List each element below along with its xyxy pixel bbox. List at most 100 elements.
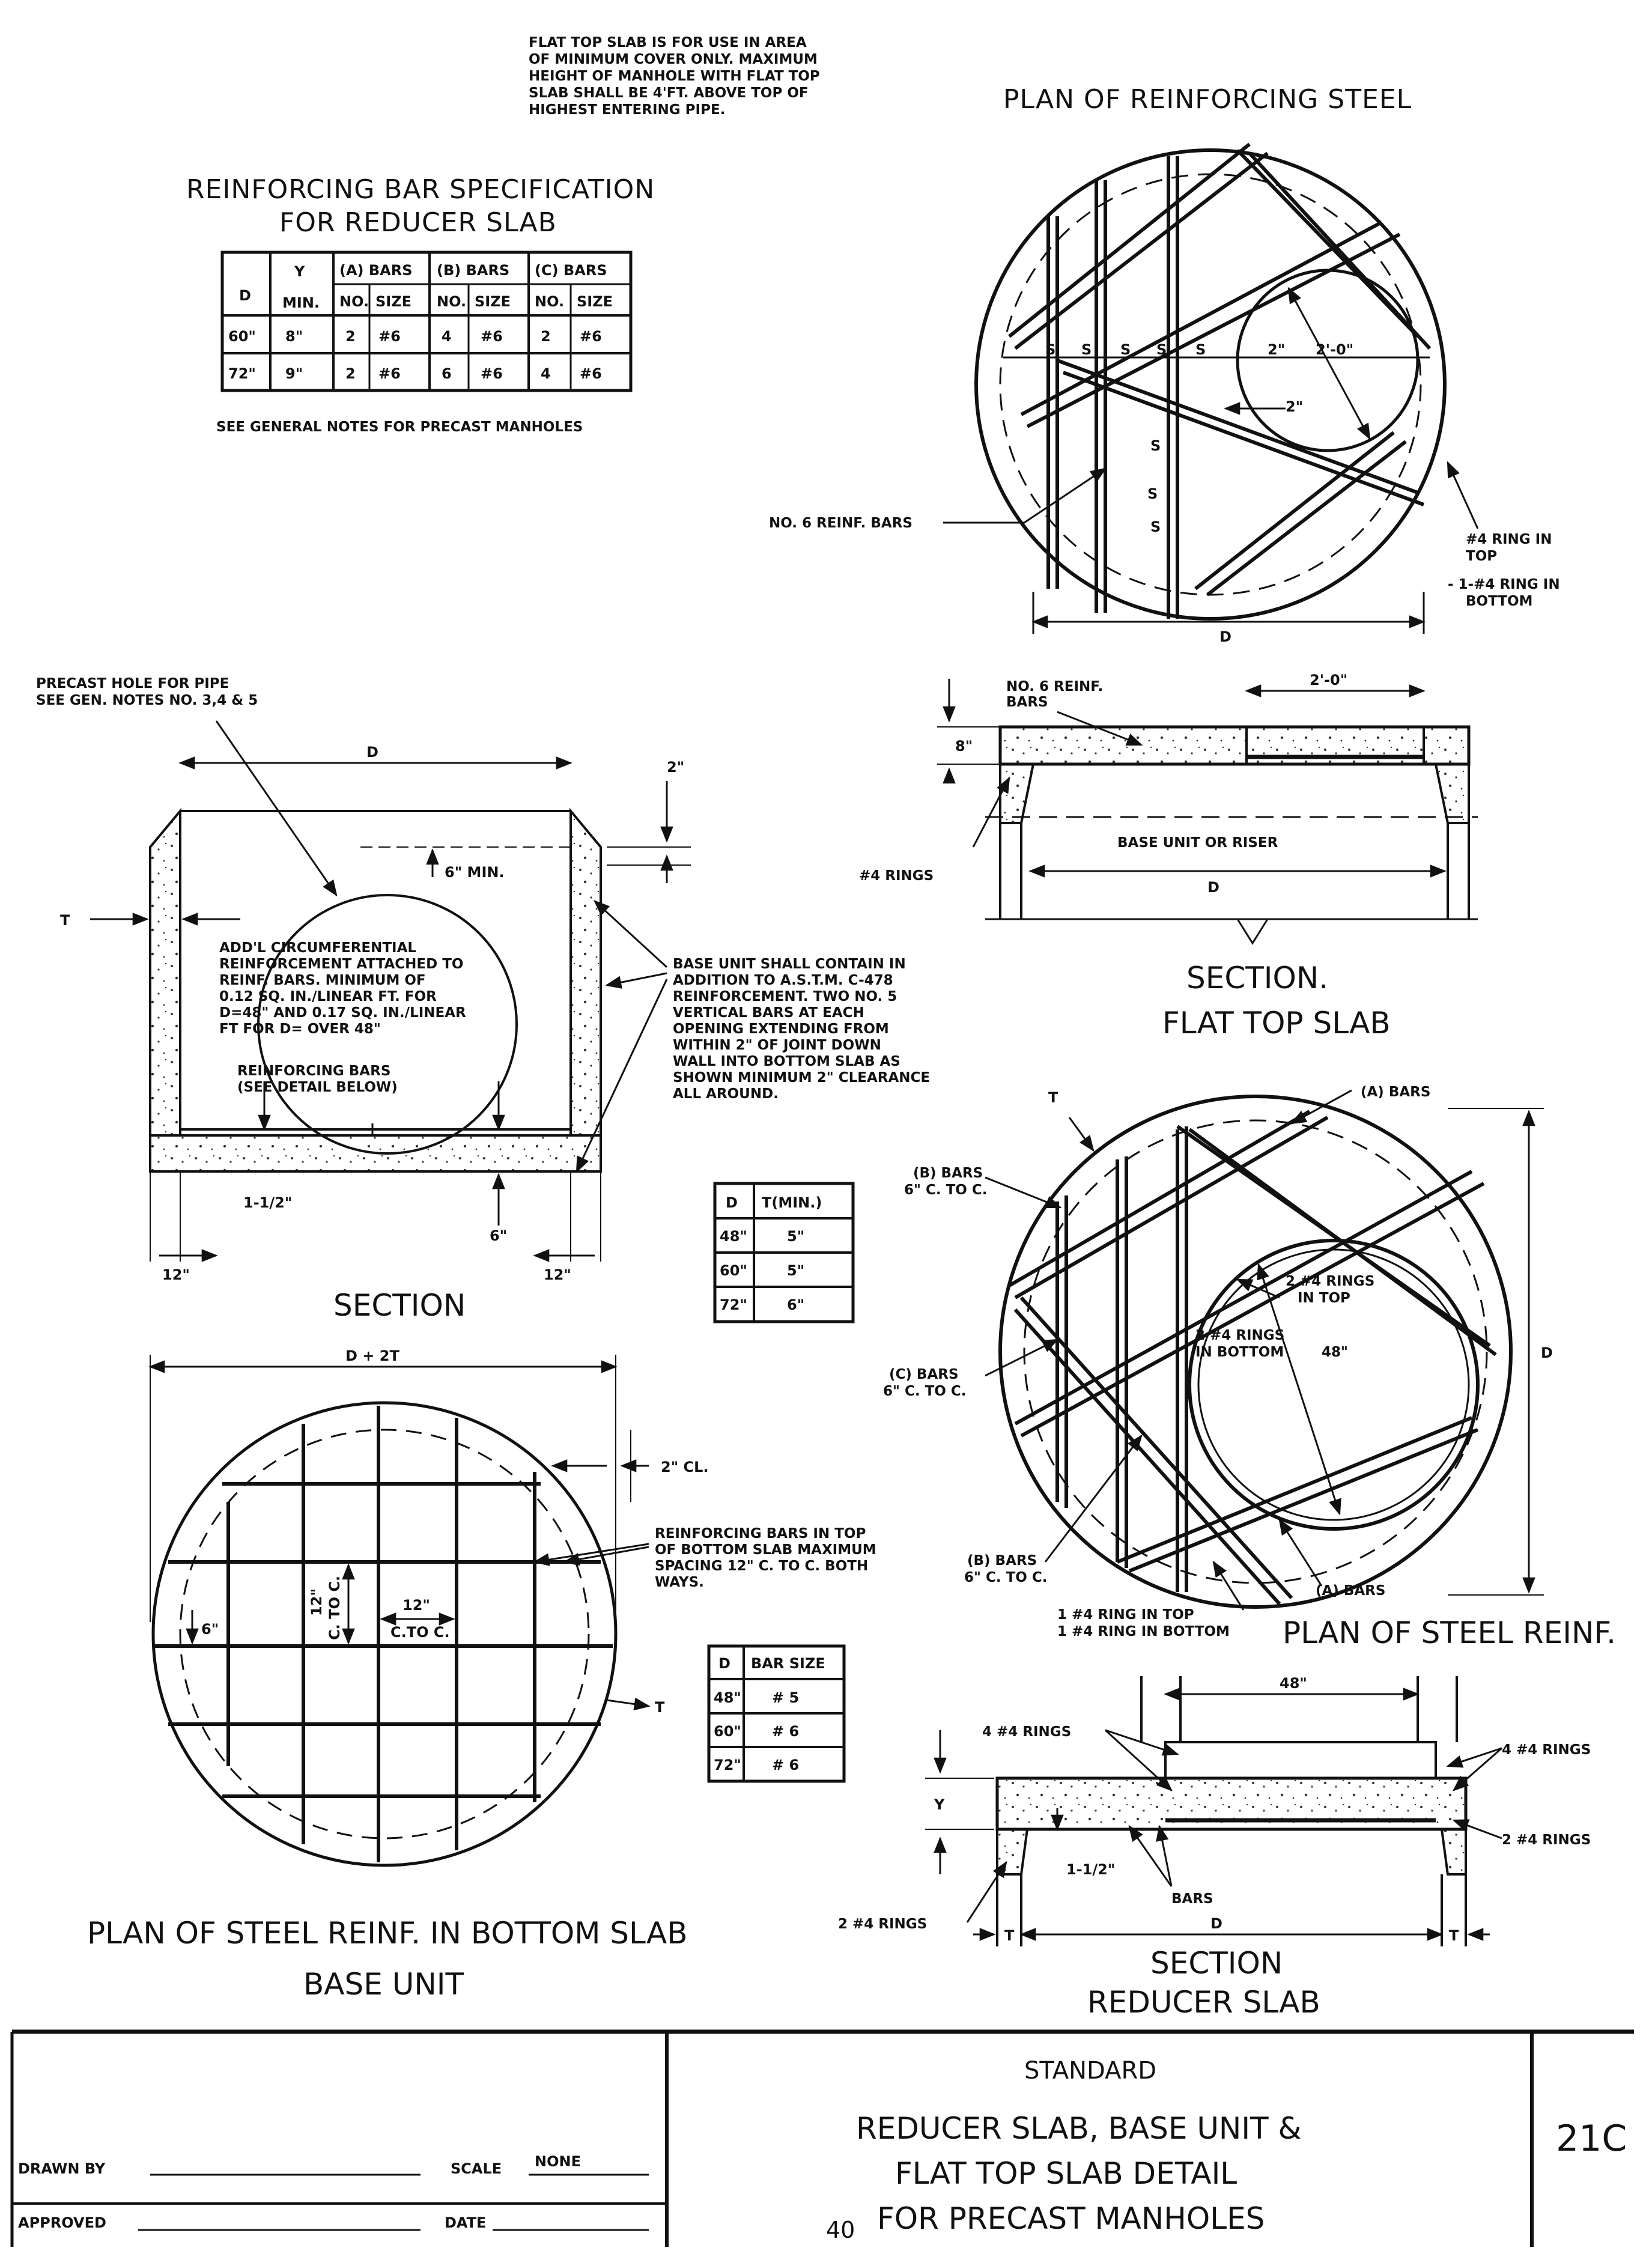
svg-text:C. TO C.: C. TO C. [326, 1576, 343, 1640]
svg-text:60": 60" [714, 1723, 741, 1740]
svg-text:D: D [726, 1194, 738, 1211]
svg-text:NO.: NO. [437, 293, 466, 310]
flat-top-section: NO. 6 REINF. BARS 2'-0" 8" BASE UNIT OR … [859, 672, 1478, 1040]
svg-text:T: T [1004, 1927, 1015, 1944]
svg-text:#4 RING IN: #4 RING IN [1466, 532, 1552, 547]
svg-text:S: S [1195, 341, 1206, 358]
svg-text:FOR PRECAST MANHOLES: FOR PRECAST MANHOLES [877, 2201, 1265, 2236]
svg-text:D: D [1219, 628, 1231, 645]
svg-text:S: S [1156, 341, 1167, 358]
svg-text:1-1/2": 1-1/2" [243, 1194, 292, 1211]
svg-text:VERTICAL BARS AT EACH: VERTICAL BARS AT EACH [673, 1005, 864, 1021]
svg-text:4: 4 [541, 365, 551, 382]
svg-text:S: S [1045, 341, 1055, 358]
svg-text:40: 40 [826, 2217, 855, 2243]
svg-text:2'-0": 2'-0" [1316, 341, 1353, 358]
svg-text:ADDITION TO A.S.T.M. C-478: ADDITION TO A.S.T.M. C-478 [673, 973, 893, 988]
svg-text:(A) BARS: (A) BARS [1316, 1583, 1385, 1599]
svg-text:BASE UNIT: BASE UNIT [303, 1967, 464, 2002]
svg-text:WITHIN 2" OF JOINT DOWN: WITHIN 2" OF JOINT DOWN [673, 1037, 881, 1053]
svg-text:6": 6" [787, 1296, 804, 1313]
svg-text:SIZE: SIZE [475, 293, 511, 310]
base-unit-section: PRECAST HOLE FOR PIPE SEE GEN. NOTES NO.… [36, 676, 930, 1323]
svg-text:T: T [1449, 1927, 1459, 1944]
svg-text:(B) BARS: (B) BARS [437, 262, 509, 279]
svg-text:#6: #6 [378, 365, 401, 382]
svg-text:1-1/2": 1-1/2" [1066, 1861, 1115, 1878]
svg-text:#6: #6 [580, 328, 602, 345]
svg-text:SPACING 12" C. TO C. BOTH: SPACING 12" C. TO C. BOTH [655, 1558, 868, 1574]
svg-text:REINFORCING BARS IN TOP: REINFORCING BARS IN TOP [655, 1526, 866, 1542]
svg-text:HEIGHT OF MANHOLE WITH FLAT TO: HEIGHT OF MANHOLE WITH FLAT TOP [529, 68, 820, 84]
svg-text:OF BOTTOM SLAB MAXIMUM: OF BOTTOM SLAB MAXIMUM [655, 1542, 876, 1558]
svg-text:12": 12" [544, 1266, 571, 1283]
plan-steel-reinf: T (A) BARS (B) BARS 6" C. TO C. 2 #4 RIN… [883, 1084, 1616, 1650]
svg-text:FLAT TOP SLAB IS FOR USE IN AR: FLAT TOP SLAB IS FOR USE IN AREA [529, 35, 807, 50]
svg-text:# 6: # 6 [772, 1723, 799, 1740]
svg-text:Y: Y [934, 1796, 945, 1813]
bar-size-table: D BAR SIZE 48" # 5 60" # 6 72" # 6 [707, 1644, 846, 1783]
svg-text:T(MIN.): T(MIN.) [762, 1194, 822, 1211]
svg-text:12": 12" [402, 1597, 430, 1614]
svg-text:S: S [1150, 518, 1161, 535]
svg-text:C.TO C.: C.TO C. [390, 1624, 450, 1641]
svg-text:#6: #6 [481, 328, 503, 345]
svg-text:(A) BARS: (A) BARS [339, 262, 413, 279]
svg-text:DRAWN BY: DRAWN BY [18, 2160, 106, 2177]
svg-text:6" C. TO C.: 6" C. TO C. [964, 1570, 1047, 1585]
sheet-number: 21C [1556, 2118, 1627, 2160]
svg-text:NO.: NO. [339, 293, 369, 310]
svg-text:60": 60" [228, 328, 256, 345]
svg-text:8": 8" [955, 738, 973, 755]
svg-text:4 #4 RINGS: 4 #4 RINGS [982, 1724, 1071, 1740]
svg-text:D + 2T: D + 2T [345, 1347, 399, 1364]
svg-text:48": 48" [720, 1228, 747, 1245]
svg-text:REINFORCEMENT. TWO NO. 5: REINFORCEMENT. TWO NO. 5 [673, 989, 897, 1004]
svg-text:SHOWN MINIMUM 2" CLEARANCE: SHOWN MINIMUM 2" CLEARANCE [673, 1070, 930, 1086]
svg-text:0.12 SQ. IN./LINEAR FT. FOR: 0.12 SQ. IN./LINEAR FT. FOR [219, 989, 437, 1004]
svg-text:SCALE: SCALE [451, 2160, 502, 2177]
svg-text:2: 2 [345, 365, 356, 382]
svg-text:NO. 6 REINF.: NO. 6 REINF. [1006, 679, 1103, 694]
svg-text:REDUCER SLAB, BASE UNIT &: REDUCER SLAB, BASE UNIT & [856, 2111, 1302, 2146]
svg-text:NONE: NONE [535, 2153, 581, 2170]
title-block: DRAWN BY APPROVED SCALE NONE DATE STANDA… [10, 2029, 1634, 2247]
svg-text:5": 5" [787, 1228, 804, 1245]
svg-text:6" MIN.: 6" MIN. [445, 864, 505, 881]
svg-text:D: D [239, 287, 251, 304]
svg-text:BASE UNIT SHALL CONTAIN IN: BASE UNIT SHALL CONTAIN IN [673, 956, 906, 972]
svg-text:SECTION.: SECTION. [1186, 961, 1328, 995]
svg-text:OF MINIMUM COVER ONLY. MAXIMUM: OF MINIMUM COVER ONLY. MAXIMUM [529, 52, 818, 67]
svg-text:D: D [1207, 879, 1219, 896]
svg-text:(C) BARS: (C) BARS [535, 262, 607, 279]
svg-text:(SEE DETAIL BELOW): (SEE DETAIL BELOW) [237, 1080, 398, 1095]
svg-text:SECTION: SECTION [333, 1288, 466, 1323]
svg-text:S: S [1147, 485, 1158, 502]
svg-text:72": 72" [228, 365, 256, 382]
svg-text:2: 2 [345, 328, 356, 345]
svg-text:(B) BARS: (B) BARS [913, 1165, 983, 1181]
svg-text:REINFORCEMENT ATTACHED TO: REINFORCEMENT ATTACHED TO [219, 956, 463, 972]
svg-text:72": 72" [714, 1757, 741, 1773]
svg-text:8": 8" [285, 328, 303, 345]
svg-text:#4 RINGS: #4 RINGS [859, 868, 934, 884]
svg-text:T: T [1048, 1089, 1058, 1106]
svg-text:# 5: # 5 [772, 1689, 799, 1706]
svg-text:PLAN OF STEEL REINF.: PLAN OF STEEL REINF. [1283, 1615, 1616, 1650]
plan-reinforcing-steel: S S S S S S S S 2" 2'-0" 2" NO. 6 REINF.… [769, 142, 1560, 645]
svg-text:D: D [1541, 1344, 1553, 1361]
svg-text:REDUCER SLAB: REDUCER SLAB [1087, 1985, 1320, 2020]
svg-text:5": 5" [787, 1262, 804, 1279]
svg-text:NO. 6 REINF. BARS: NO. 6 REINF. BARS [769, 515, 913, 531]
svg-text:48": 48" [1280, 1675, 1307, 1692]
svg-text:SECTION: SECTION [1150, 1946, 1283, 1981]
svg-text:APPROVED: APPROVED [18, 2214, 106, 2231]
svg-text:6: 6 [442, 365, 452, 382]
svg-text:6": 6" [490, 1227, 507, 1244]
svg-text:6" C. TO C.: 6" C. TO C. [904, 1182, 987, 1198]
svg-text:12": 12" [162, 1266, 190, 1283]
svg-text:2 #4 RINGS: 2 #4 RINGS [1502, 1832, 1591, 1848]
svg-text:2 #4 RINGS: 2 #4 RINGS [838, 1916, 927, 1932]
reducer-spec-table: REINFORCING BAR SPECIFICATION FOR REDUCE… [186, 174, 654, 435]
svg-text:12": 12" [308, 1588, 325, 1616]
